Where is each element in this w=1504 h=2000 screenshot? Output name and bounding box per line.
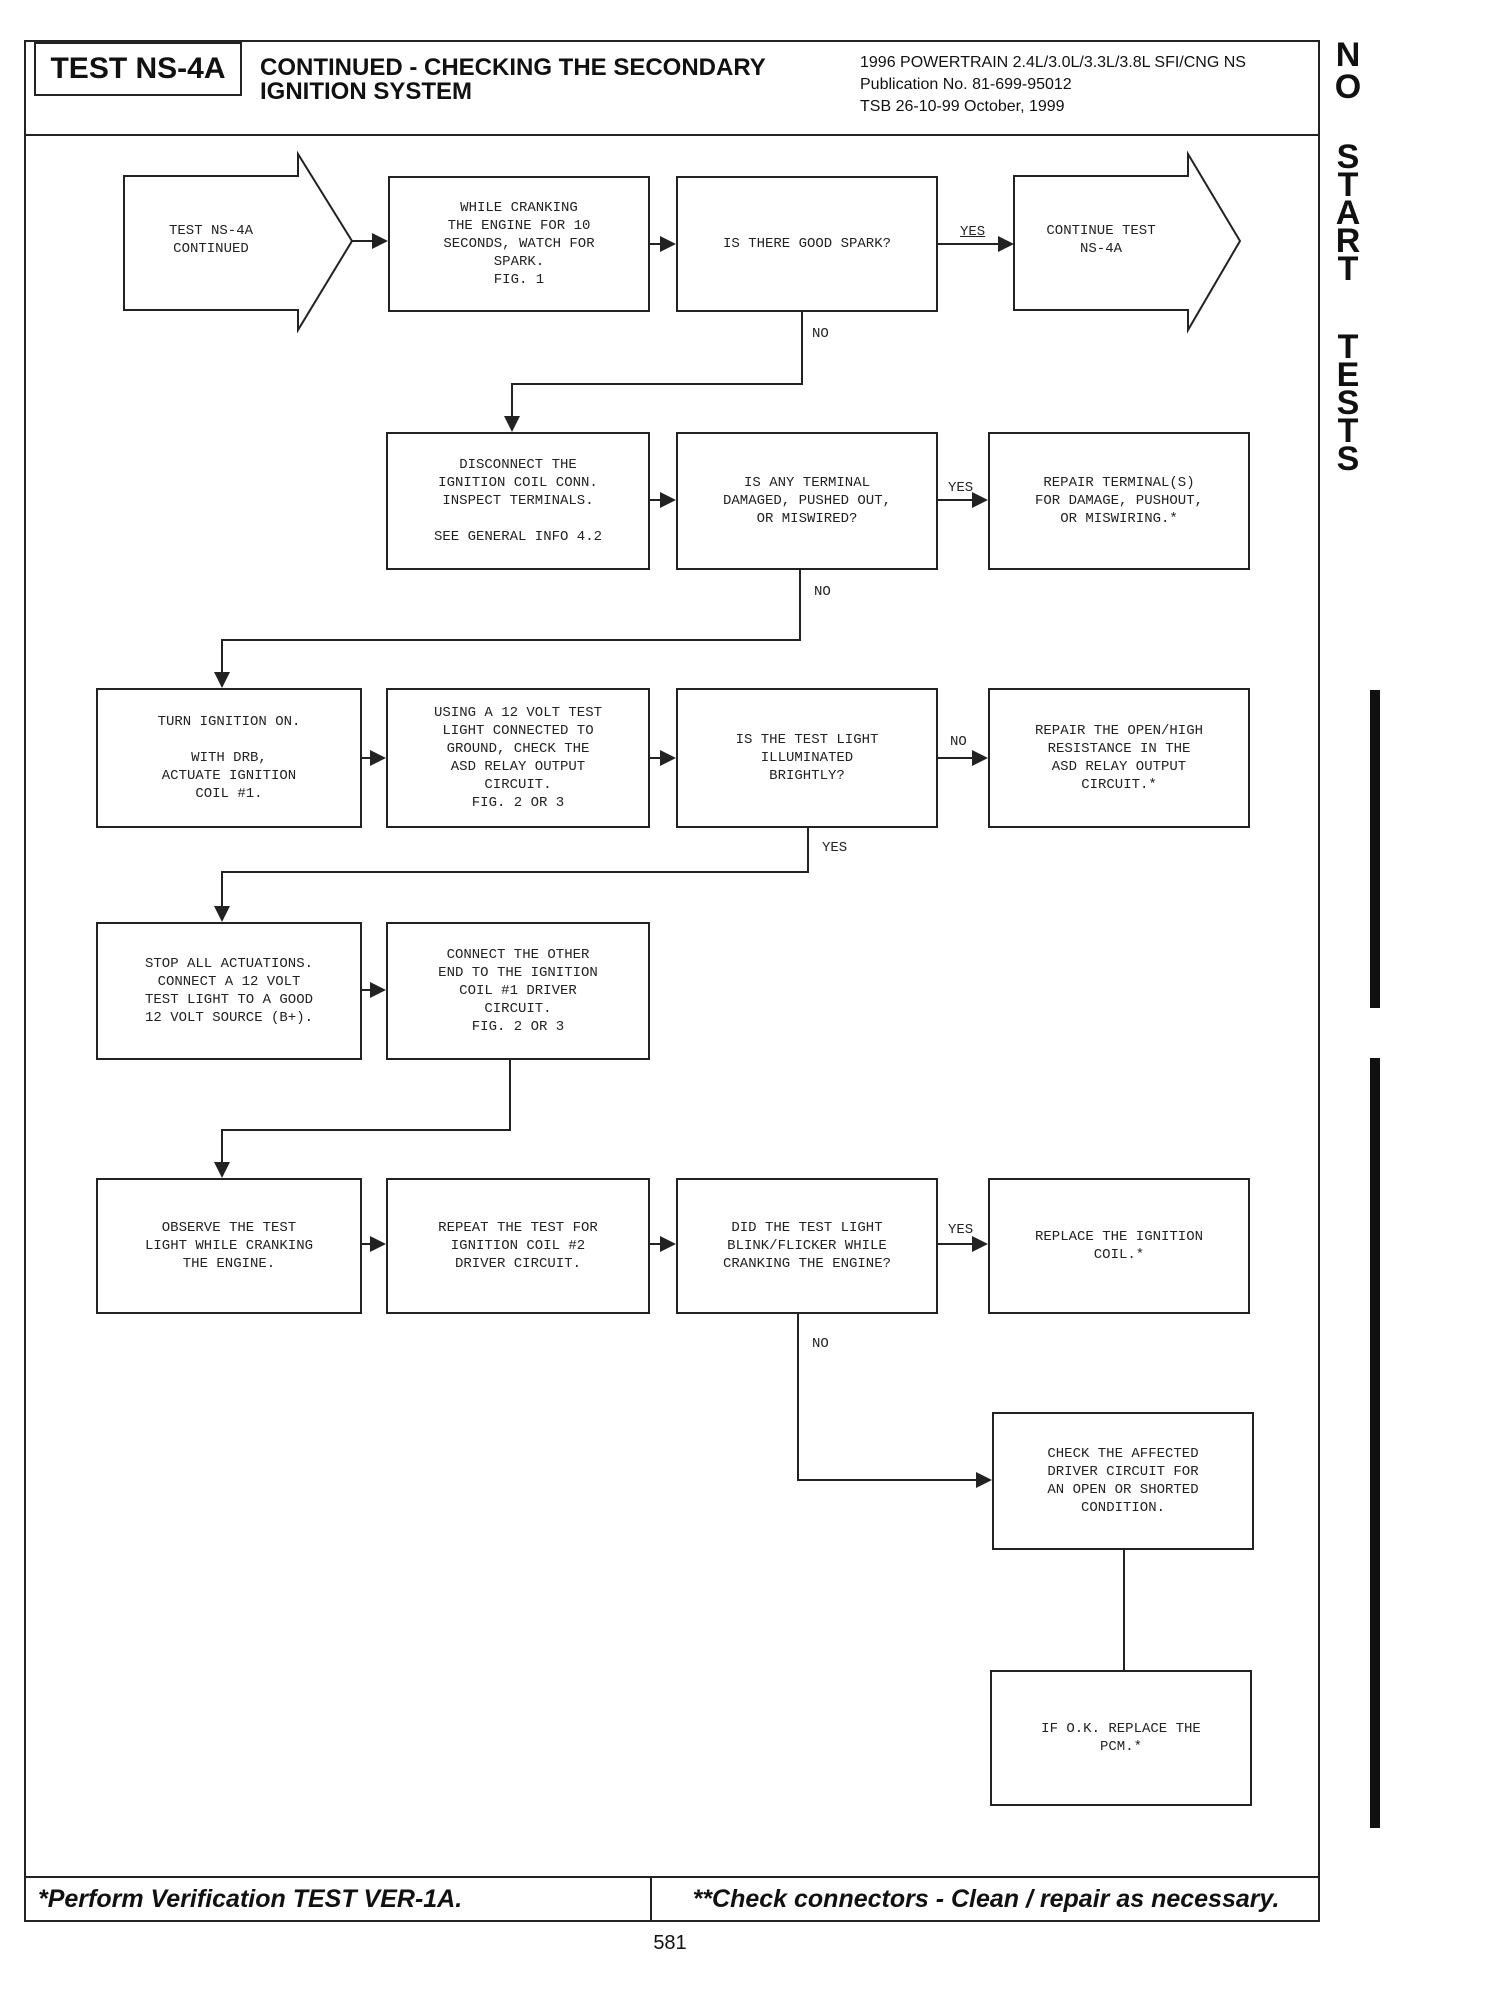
side-tab-bar-lower [1370, 1058, 1380, 1828]
blink-flicker-question: DID THE TEST LIGHT BLINK/FLICKER WHILE C… [676, 1178, 938, 1314]
side-tab-bar-upper [1370, 690, 1380, 1008]
footer-verification-note: *Perform Verification TEST VER-1A. [38, 1884, 463, 1913]
continue-arrow-shape [1013, 150, 1242, 334]
page-frame [24, 40, 1320, 1922]
side-tab-letter: A [1335, 194, 1361, 232]
check-driver-circuit-step: CHECK THE AFFECTED DRIVER CIRCUIT FOR AN… [992, 1412, 1254, 1550]
yes-label: YES [948, 1222, 974, 1238]
publication-line-1: 1996 POWERTRAIN 2.4L/3.0L/3.3L/3.8L SFI/… [860, 54, 1246, 71]
page-number: 581 [653, 1932, 687, 1954]
yes-label: YES [948, 480, 974, 496]
publication-line-3: TSB 26-10-99 October, 1999 [860, 98, 1065, 115]
continue-test-step: CONTINUE TEST NS-4A [1046, 223, 1156, 257]
header-divider [24, 134, 1320, 136]
test-light-ground-step: USING A 12 VOLT TEST LIGHT CONNECTED TO … [386, 688, 650, 828]
no-label: NO [950, 734, 967, 750]
ignition-on-step: TURN IGNITION ON. WITH DRB, ACTUATE IGNI… [96, 688, 362, 828]
side-tab-letter: S [1336, 440, 1360, 478]
footer-divider [24, 1876, 1320, 1878]
repeat-coil2-step: REPEAT THE TEST FOR IGNITION COIL #2 DRI… [386, 1178, 650, 1314]
side-tab-letter: T [1337, 412, 1359, 450]
side-tab-letter: T [1337, 166, 1359, 204]
side-tab-letter: O [1334, 68, 1362, 106]
observe-light-step: OBSERVE THE TEST LIGHT WHILE CRANKING TH… [96, 1178, 362, 1314]
side-tab-letter: S [1336, 138, 1360, 176]
yes-label: YES [822, 840, 848, 856]
start-arrow-shape [123, 150, 354, 334]
no-label: NO [812, 326, 829, 342]
replace-coil-step: REPLACE THE IGNITION COIL.* [988, 1178, 1250, 1314]
connect-other-end-step: CONNECT THE OTHER END TO THE IGNITION CO… [386, 922, 650, 1060]
start-step: TEST NS-4A CONTINUED [168, 223, 253, 257]
no-label: NO [812, 1336, 829, 1352]
stop-actuations-step: STOP ALL ACTUATIONS. CONNECT A 12 VOLT T… [96, 922, 362, 1060]
page-title: CONTINUED - CHECKING THE SECONDARY IGNIT… [260, 54, 766, 105]
side-tab-letter: E [1336, 356, 1360, 394]
publication-line-2: Publication No. 81-699-95012 [860, 76, 1072, 93]
footer-connectors-note: **Check connectors - Clean / repair as n… [650, 1876, 1320, 1922]
replace-pcm-step: IF O.K. REPLACE THE PCM.* [990, 1670, 1252, 1806]
light-bright-question: IS THE TEST LIGHT ILLUMINATED BRIGHTLY? [676, 688, 938, 828]
yes-label: YES [960, 224, 986, 240]
no-label: NO [814, 584, 831, 600]
side-tab-letter: T [1337, 250, 1359, 288]
disconnect-coil-step: DISCONNECT THE IGNITION COIL CONN. INSPE… [386, 432, 650, 570]
publication-info: 1996 POWERTRAIN 2.4L/3.0L/3.3L/3.8L SFI/… [860, 52, 1320, 118]
side-tab-letter: R [1335, 222, 1361, 260]
test-id-badge: TEST NS-4A [34, 42, 242, 96]
side-tab-letter: N [1335, 36, 1361, 74]
terminal-damaged-question: IS ANY TERMINAL DAMAGED, PUSHED OUT, OR … [676, 432, 938, 570]
side-tab-letter: T [1337, 328, 1359, 366]
side-tab-letter: S [1336, 384, 1360, 422]
repair-terminal-step: REPAIR TERMINAL(S) FOR DAMAGE, PUSHOUT, … [988, 432, 1250, 570]
crank-watch-spark-step: WHILE CRANKING THE ENGINE FOR 10 SECONDS… [388, 176, 650, 312]
good-spark-question: IS THERE GOOD SPARK? [676, 176, 938, 312]
repair-open-step: REPAIR THE OPEN/HIGH RESISTANCE IN THE A… [988, 688, 1250, 828]
